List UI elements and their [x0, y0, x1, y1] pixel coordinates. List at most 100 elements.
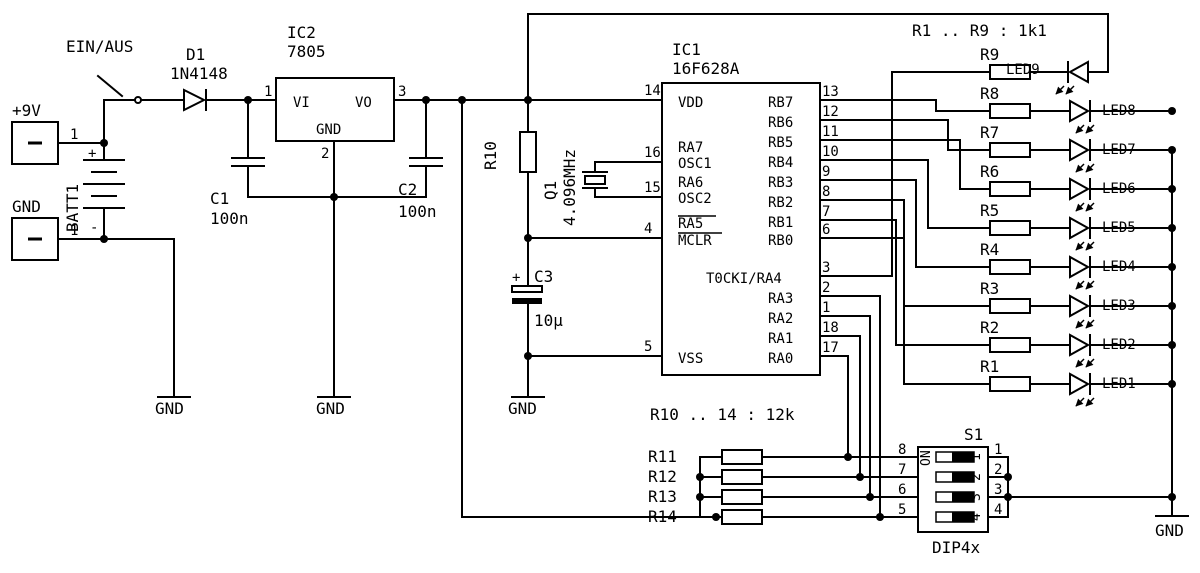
dip-switch-lever — [952, 492, 974, 502]
resistor — [989, 337, 1031, 353]
dip-pin-num: 4 — [994, 502, 1002, 518]
r1-r9-note: R1 .. R9 : 1k1 — [912, 21, 1047, 40]
led-label: LED7 — [1102, 142, 1136, 158]
dip-switch-num: 3 — [969, 493, 984, 501]
ic1-pin-num: 9 — [822, 164, 830, 180]
led-icon — [1069, 294, 1095, 329]
ic1-pin-num: 1 — [822, 300, 830, 316]
c1-value: 100n — [210, 209, 249, 228]
gnd-symbol-1: GND — [103, 238, 191, 418]
ic1-pin-num: 6 — [822, 222, 830, 238]
dip-pin-num: 3 — [994, 482, 1002, 498]
dip-pin-num: 5 — [898, 502, 906, 518]
resistor — [721, 509, 763, 525]
resistor-label: R9 — [980, 45, 999, 64]
ic1-pin-name: VDD — [678, 95, 703, 111]
ic1-pin-name: RA0 — [768, 351, 793, 367]
dip-pin-num: 7 — [898, 462, 906, 478]
ic2-vi: VI — [293, 95, 310, 111]
ic1-pin-name: RB3 — [768, 175, 793, 191]
ic1-pin-num: 13 — [822, 84, 839, 100]
dip-pin-num: 1 — [994, 442, 1002, 458]
s1-label: S1 — [964, 425, 983, 444]
resistor-label: R6 — [980, 162, 999, 181]
resistor-label: R4 — [980, 240, 999, 259]
dip-switch-s1: S1 DIP4x ON — [917, 425, 989, 557]
led-label: LED8 — [1102, 103, 1136, 119]
plus9v-label: +9V — [12, 101, 41, 120]
d1-part: 1N4148 — [170, 64, 228, 83]
ic1-pin-num: 11 — [822, 124, 839, 140]
ic1-pin-name: MCLR — [678, 233, 712, 249]
regulator-ic2: IC2 7805 VI VO GND 1 3 2 — [264, 23, 529, 398]
led-icon — [1069, 177, 1095, 212]
ic1-pin-name: RB1 — [768, 215, 793, 231]
resistor-label: R13 — [648, 487, 677, 506]
battery: + - BATT1 — [63, 99, 125, 240]
c1-label: C1 — [210, 189, 229, 208]
ic2-vo: VO — [355, 95, 372, 111]
gnd-symbol-2: GND — [316, 396, 351, 418]
led-array: R9LED9R8LED8R7LED7R6LED6R5LED5R4LED4R3LE… — [819, 13, 1176, 407]
resistor — [721, 469, 763, 485]
dip-pin-num: 8 — [898, 442, 906, 458]
resistor-label: R2 — [980, 318, 999, 337]
led-icon — [1069, 216, 1095, 251]
resistor-label: R3 — [980, 279, 999, 298]
ic1-pin-num: 16 — [644, 145, 661, 161]
batt-minus: - — [90, 220, 98, 236]
d1-label: D1 — [186, 45, 205, 64]
ic2-part: 7805 — [287, 42, 326, 61]
resistor — [989, 220, 1031, 236]
resistor-label: R14 — [648, 507, 677, 526]
crystal-q1: Q1 4.096MHz — [541, 149, 663, 226]
r10-r14-note: R10 .. 14 : 12k — [650, 405, 795, 424]
capacitor-c1: C1 100n — [210, 99, 265, 228]
gnd4-label: GND — [1155, 521, 1184, 540]
ic2-pin2: 2 — [321, 146, 329, 162]
diode-d1: D1 1N4148 — [170, 45, 277, 112]
ic2-label: IC2 — [287, 23, 316, 42]
ein-aus-label: EIN/AUS — [66, 37, 133, 56]
gnd3-label: GND — [508, 399, 537, 418]
ic1-pin-name: RB0 — [768, 233, 793, 249]
ic1-pin-num: 5 — [644, 339, 652, 355]
conn2-pin: 1 — [70, 223, 78, 239]
gnd-symbol-4: GND — [1155, 515, 1189, 540]
gnd-symbol-3: GND — [508, 396, 545, 418]
ic1-pin-name: T0CKI/RA4 — [706, 271, 782, 287]
dip-pin-num: 6 — [898, 482, 906, 498]
dip-switch-lever — [952, 512, 974, 522]
led-icon — [1069, 372, 1095, 407]
resistor — [721, 449, 763, 465]
ic1-right-pins: RB713RB612RB511RB410RB39RB28RB17RB06T0CK… — [706, 84, 839, 367]
ic1-pin-name: OSC1 — [678, 156, 712, 172]
batt1-label: BATT1 — [63, 184, 82, 232]
resistor — [721, 489, 763, 505]
led-icon — [1069, 255, 1095, 290]
ic1-pin-name: RB6 — [768, 115, 793, 131]
c3-value: 10µ — [534, 311, 563, 330]
led-label: LED6 — [1102, 181, 1136, 197]
ic1-pin-num: 14 — [644, 83, 661, 99]
ic2-gnd: GND — [316, 122, 341, 138]
dip-switch-lever — [952, 472, 974, 482]
resistor — [989, 298, 1031, 314]
ic1-pin-name: RB5 — [768, 135, 793, 151]
connector-plus9v: +9V 1 — [11, 101, 105, 165]
resistor-r10: R10 — [481, 99, 537, 285]
led-icon — [1069, 333, 1095, 368]
resistor-label: R7 — [980, 123, 999, 142]
ic1-pin-name: RA5 — [678, 216, 703, 232]
ic1-pin-num: 12 — [822, 104, 839, 120]
led-label: LED3 — [1102, 298, 1136, 314]
